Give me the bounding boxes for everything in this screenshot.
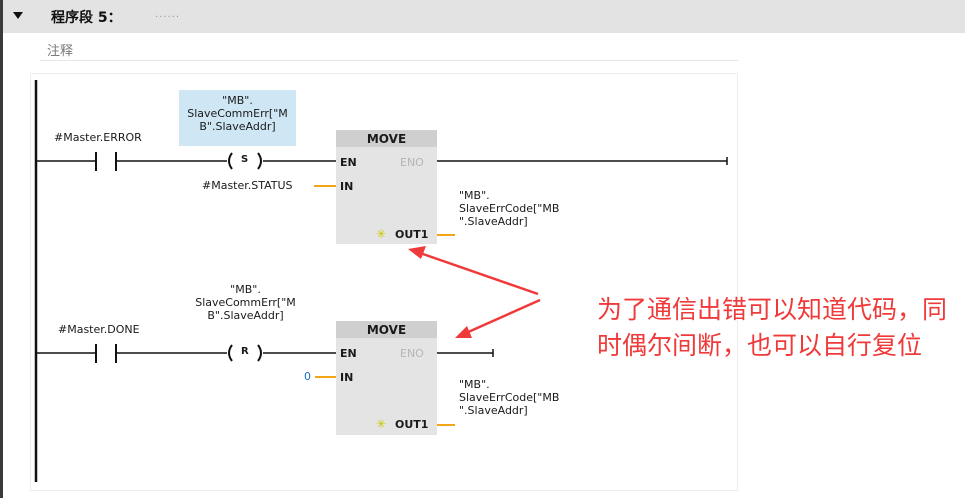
rung2-out-operand[interactable]: "MB". SlaveErrCode["MB ".SlaveAddr] bbox=[459, 378, 560, 417]
network-title-placeholder: ...... bbox=[155, 9, 181, 20]
rung2-pin-eno: ENO bbox=[400, 347, 424, 360]
rung1-pin-out1: OUT1 bbox=[395, 228, 429, 241]
rung2-coil-right-arc bbox=[257, 344, 262, 362]
rung1-coil-type: S bbox=[241, 154, 249, 165]
rung2-pin-en: EN bbox=[340, 347, 357, 360]
rung1-coil-right-arc bbox=[257, 152, 262, 170]
annotation-arrows bbox=[408, 246, 541, 338]
rung1-contact-operand[interactable]: #Master.ERROR bbox=[54, 131, 142, 144]
rung1-pin-eno: ENO bbox=[400, 156, 424, 169]
rung2-move-title: MOVE bbox=[366, 323, 407, 337]
collapse-triangle-icon[interactable] bbox=[13, 12, 23, 19]
arrow-upper-head bbox=[408, 246, 426, 259]
rung2-in-constant[interactable]: 0 bbox=[304, 370, 311, 383]
rung1-move-block[interactable]: MOVE EN ENO IN ✳ OUT1 bbox=[336, 130, 437, 244]
annotation-text: 为了通信出错可以知道代码，同时偶尔间断，也可以自行复位 bbox=[597, 295, 948, 360]
rung2-move-block[interactable]: MOVE EN ENO IN ✳ OUT1 bbox=[336, 321, 437, 435]
rung1-in-operand[interactable]: #Master.STATUS bbox=[202, 179, 293, 192]
rung2-coil-type: R bbox=[241, 346, 249, 357]
arrow-lower-shaft bbox=[465, 298, 541, 335]
rung2-contact-operand[interactable]: #Master.DONE bbox=[58, 323, 140, 336]
rung1-coil-operand-highlight[interactable] bbox=[179, 90, 296, 146]
rung1-pin-in: IN bbox=[340, 180, 354, 193]
arrow-upper-shaft bbox=[419, 251, 539, 296]
network-comment-row[interactable]: 注释 bbox=[40, 37, 738, 61]
editor-left-border bbox=[0, 0, 3, 498]
rung2-pin-in: IN bbox=[340, 371, 354, 384]
rung2-pin-out1: OUT1 bbox=[395, 418, 429, 431]
rung-1-wires bbox=[36, 152, 728, 236]
arrow-lower-head bbox=[455, 326, 472, 338]
rung1-move-title: MOVE bbox=[366, 132, 407, 146]
rung1-coil-left-arc bbox=[228, 152, 233, 170]
rung2-coil-operand[interactable]: "MB". SlaveCommErr["M B".SlaveAddr] bbox=[195, 283, 296, 322]
rung1-move-title-bar bbox=[336, 130, 437, 147]
rung1-out-operand[interactable]: "MB". SlaveErrCode["MB ".SlaveAddr] bbox=[459, 189, 560, 228]
rung1-pin-en: EN bbox=[340, 156, 357, 169]
add-output-star-icon[interactable]: ✳ bbox=[376, 227, 387, 241]
network-title: 程序段 5： bbox=[51, 10, 122, 26]
network-header[interactable]: 程序段 5： ...... bbox=[3, 0, 965, 33]
rung-2-wires bbox=[36, 344, 494, 426]
rung1-coil-operand[interactable]: "MB". SlaveCommErr["M B".SlaveAddr] bbox=[187, 94, 288, 133]
comment-label: 注释 bbox=[47, 44, 74, 59]
rung2-move-title-bar bbox=[336, 321, 437, 338]
rung2-coil-left-arc bbox=[228, 344, 233, 362]
add-output-star-icon[interactable]: ✳ bbox=[376, 417, 387, 431]
